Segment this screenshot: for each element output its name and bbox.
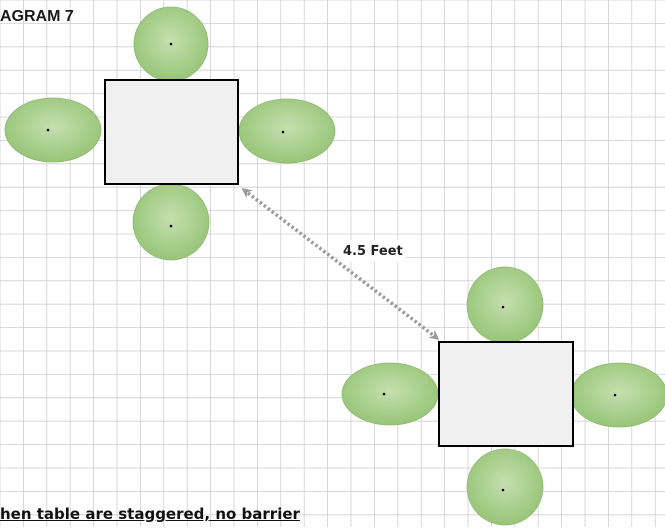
table	[438, 341, 574, 447]
chair-left	[341, 362, 439, 426]
chair-right	[238, 98, 336, 164]
diagram-title: AGRAM 7	[0, 8, 74, 25]
chair-center-dot	[46, 128, 50, 132]
chair-center-dot	[613, 393, 617, 397]
chair-center-dot	[281, 130, 285, 134]
chair-center-dot	[501, 488, 505, 492]
chair-bottom	[466, 448, 544, 526]
distance-label: 4.5 Feet	[343, 244, 403, 259]
chair-center-dot	[382, 392, 386, 396]
chair-center-dot	[169, 224, 173, 228]
distance-arrow	[241, 188, 440, 340]
chair-top	[466, 266, 544, 344]
chair-right	[570, 362, 665, 428]
chair-center-dot	[501, 305, 505, 309]
table	[104, 79, 239, 185]
table-bottom-right	[341, 266, 665, 526]
chair-center-dot	[169, 42, 173, 46]
table-top-left	[4, 6, 336, 261]
chair-bottom	[132, 183, 210, 261]
diagram-caption: hen table are staggered, no barrier	[0, 505, 300, 523]
distance-label-background	[338, 240, 406, 262]
chair-left	[4, 97, 102, 163]
